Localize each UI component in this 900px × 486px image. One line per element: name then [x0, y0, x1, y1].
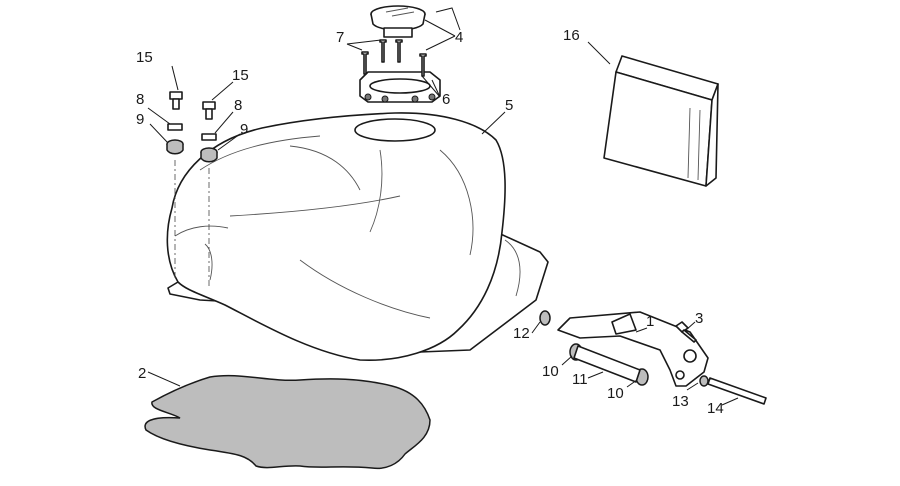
callout-9-right: 9: [240, 121, 248, 138]
leader-lines: [147, 7, 739, 406]
callout-10-right: 10: [607, 385, 624, 402]
tank-protection-mat: [144, 374, 431, 470]
document-pouch: [603, 55, 719, 187]
callout-12: 12: [513, 325, 530, 342]
ring-screws: [361, 39, 427, 77]
callout-6: 6: [442, 91, 450, 108]
callout-16: 16: [563, 27, 580, 44]
bracket-spacers: [539, 310, 649, 386]
right-mount-bolt-stack: [200, 101, 218, 163]
callout-2: 2: [138, 365, 146, 382]
callout-5: 5: [505, 97, 513, 114]
callout-labels: 1 2 3 4 5 6 7 8 8 9 9 10 10 11 12 13 14 …: [136, 27, 724, 417]
filler-ring: [359, 71, 441, 103]
callout-3: 3: [695, 310, 703, 327]
filler-cap-assembly: [370, 5, 426, 38]
callout-15-left: 15: [136, 49, 153, 66]
callout-1: 1: [646, 313, 654, 330]
callout-14: 14: [707, 400, 724, 417]
rear-mount-bracket: [557, 311, 709, 387]
left-mount-bolt-stack: [166, 91, 184, 155]
callout-10-left: 10: [542, 363, 559, 380]
callout-7: 7: [336, 29, 344, 46]
callout-4: 4: [455, 29, 463, 46]
callout-11: 11: [572, 371, 588, 388]
callout-13: 13: [672, 393, 689, 410]
callout-8-left: 8: [136, 91, 144, 108]
callout-9-left: 9: [136, 111, 144, 128]
bracket-bolt-14: [699, 375, 767, 405]
callout-8-right: 8: [234, 97, 242, 114]
fuel-tank: [166, 112, 549, 362]
callout-15-right: 15: [232, 67, 249, 84]
